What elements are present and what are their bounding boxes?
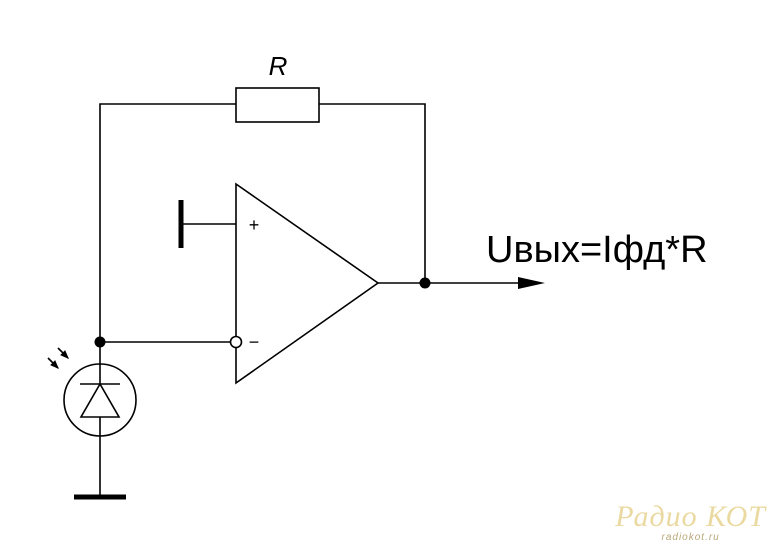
junction-dot-output (419, 277, 431, 289)
inversion-circle (229, 335, 243, 349)
output-formula: Uвых=Iфд*R (486, 229, 708, 271)
inverting-input-sign: − (249, 332, 260, 352)
feedback-resistor (235, 87, 320, 123)
watermark: Радио КОТ radiokot.ru (615, 500, 766, 544)
op-amp (235, 182, 380, 385)
non-inverting-input-sign: + (249, 215, 260, 235)
feedback-wire-left (99, 103, 236, 342)
light-arrows-icon (47, 347, 69, 369)
photodiode-triangle (79, 382, 121, 418)
output-arrow (518, 277, 545, 289)
watermark-title: Радио КОТ (615, 500, 766, 533)
resistor-label: R (269, 51, 288, 81)
photodiode (47, 342, 137, 497)
watermark-site: radiokot.ru (661, 532, 720, 543)
feedback-wires (99, 103, 426, 342)
feedback-wire-right (319, 103, 426, 283)
